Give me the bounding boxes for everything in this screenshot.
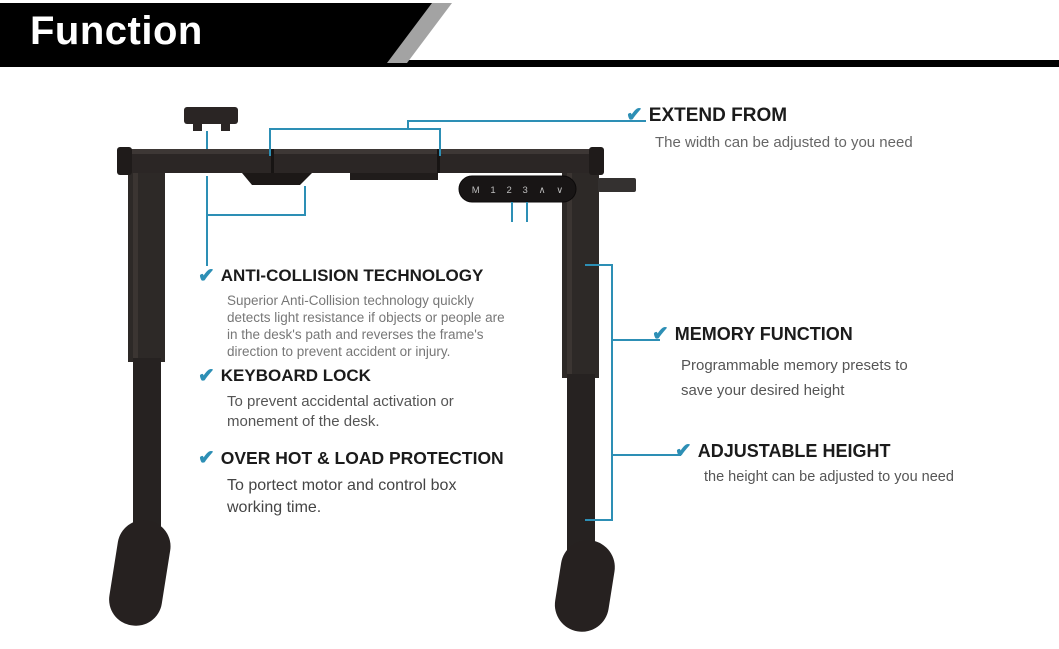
- left-leg-upper: [128, 162, 165, 362]
- control-box: [184, 107, 238, 124]
- pendant-keypad: M 1 2 3 ∧ ∨: [461, 180, 574, 200]
- callout-body: To portect motor and control box working…: [227, 477, 457, 517]
- header-underline: [0, 60, 1059, 67]
- check-icon: ✔: [652, 323, 669, 345]
- callout-keyboard-lock: ✔ KEYBOARD LOCK To prevent accidental ac…: [198, 366, 498, 432]
- left-foot: [109, 520, 171, 626]
- callout-body: Superior Anti-Collision technology quick…: [227, 293, 505, 359]
- pendant-button-up: ∧: [538, 184, 546, 196]
- callout-adjustable-height: ✔ ADJUSTABLE HEIGHT the height can be ad…: [675, 441, 995, 485]
- callout-title: ANTI-COLLISION TECHNOLOGY: [220, 266, 484, 285]
- check-icon: ✔: [198, 447, 215, 469]
- check-icon: ✔: [198, 365, 215, 387]
- callout-body: The width can be adjusted to you need: [655, 133, 913, 151]
- check-icon: ✔: [675, 440, 692, 462]
- pendant-button-3: 3: [522, 184, 528, 196]
- callout-title: KEYBOARD LOCK: [220, 366, 371, 385]
- check-icon: ✔: [198, 265, 215, 287]
- banner-shape: Function: [0, 3, 432, 63]
- callout-title: OVER HOT & LOAD PROTECTION: [220, 448, 504, 468]
- callout-body: the height can be adjusted to you need: [704, 468, 954, 485]
- page-title: Function: [30, 9, 203, 53]
- top-beam: [119, 149, 603, 173]
- callout-extend-from: ✔ EXTEND FROM The width can be adjusted …: [626, 105, 946, 151]
- right-foot: [554, 540, 615, 632]
- callout-anti-collision: ✔ ANTI-COLLISION TECHNOLOGY Superior Ant…: [198, 266, 518, 360]
- callout-over-protection: ✔ OVER HOT & LOAD PROTECTION To portect …: [198, 448, 518, 519]
- left-leg-lower: [133, 358, 161, 540]
- callout-memory-function: ✔ MEMORY FUNCTION Programmable memory pr…: [652, 324, 972, 403]
- check-icon: ✔: [626, 104, 643, 126]
- pendant-button-down: ∨: [556, 184, 564, 196]
- callout-body: To prevent accidental activation or mone…: [227, 393, 454, 430]
- callout-title: ADJUSTABLE HEIGHT: [697, 441, 891, 461]
- pendant-button-m: M: [471, 184, 480, 196]
- callout-body: Programmable memory presets to save your…: [681, 356, 908, 399]
- pendant-button-2: 2: [506, 184, 512, 196]
- callout-title: EXTEND FROM: [648, 105, 788, 126]
- callout-title: MEMORY FUNCTION: [674, 324, 853, 344]
- pendant-button-1: 1: [490, 184, 496, 196]
- right-leg-lower: [567, 374, 595, 556]
